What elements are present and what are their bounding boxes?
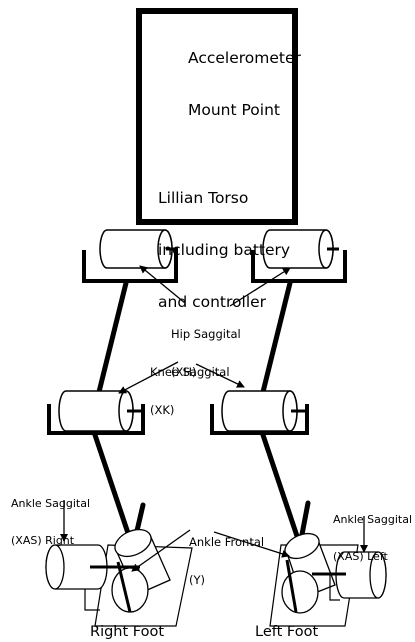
left-foot-assembly [269,532,387,627]
arrow-knee-right [118,361,179,394]
right-foot-assembly [45,528,193,627]
hip-motor-left [251,229,347,283]
label-hip-saggital: Hip Saggital (XH) [171,326,241,380]
label-torso: Lillian Torso including battery and cont… [158,188,291,311]
arrow-hip-left [229,267,291,307]
arrow-knee-left [195,363,245,388]
torso-box [136,8,298,225]
label-knee-saggital: Knee Saggital (XK) [150,364,230,418]
label-left-foot: Left Foot [255,624,319,640]
label-ankle-frontal: Ankle Frontal (Y) [189,534,265,588]
arrow-ankle-frontal-left [213,531,290,558]
label-ankle-saggital-left: Ankle Saggital (XAS) Left [333,512,413,563]
hip-motor-right [82,229,178,283]
arrow-hip-right [139,265,186,304]
label-accelerometer: Accelerometer Mount Point [188,48,301,119]
label-right-foot: Right Foot [90,624,165,640]
knee-motor-left [210,390,309,435]
annotation-arrows [60,265,368,572]
knee-motor-right [47,390,145,435]
label-ankle-saggital-right: Ankle Saggital (XAS) Right [11,496,91,547]
arrow-ankle-frontal-right [131,529,191,572]
